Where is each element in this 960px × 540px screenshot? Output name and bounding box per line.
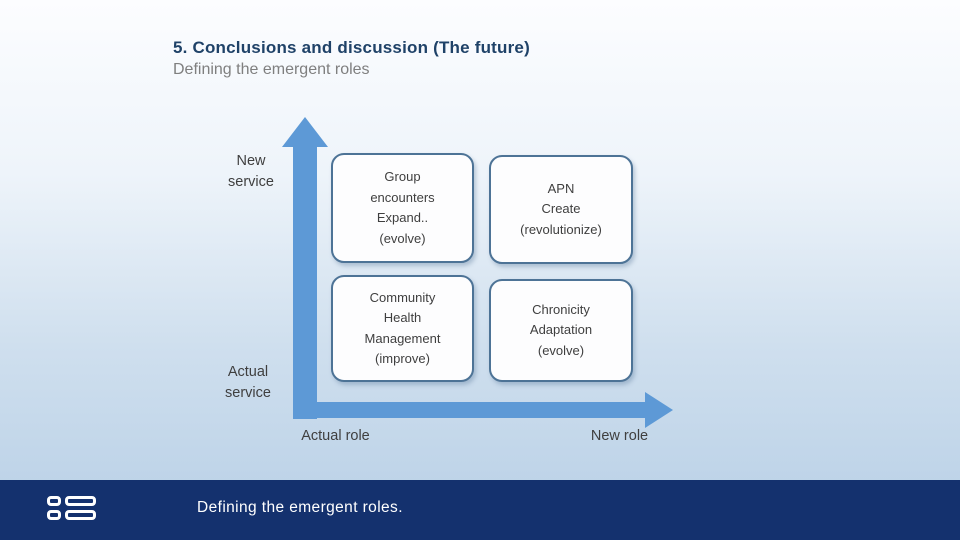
box-line: (evolve) — [537, 342, 585, 358]
y-axis-bottom-label-line: Actual — [227, 364, 269, 380]
x-axis-left-label: Actual role — [301, 428, 370, 444]
quadrant-box-top-left: Group encounters Expand.. (evolve) — [331, 153, 474, 263]
box-line: (improve) — [375, 351, 430, 366]
box-line: APN — [547, 180, 575, 196]
grid-list-logo-icon — [47, 496, 97, 521]
box-line: Chronicity — [532, 301, 590, 317]
y-axis-top-label-line: New — [236, 153, 266, 169]
logo-square — [47, 510, 61, 520]
y-axis-top-label-line: service — [228, 174, 274, 190]
quadrant-box-top-right: APN Create (revolutionize) — [489, 155, 633, 264]
horizontal-axis-arrow — [293, 402, 645, 418]
quadrant-box-bottom-left: Community Health Management (improve) — [331, 275, 474, 382]
horizontal-arrow-head-icon — [645, 392, 673, 428]
y-axis-bottom-label-line: service — [225, 385, 271, 401]
y-axis-top-label: New service — [215, 151, 287, 193]
quadrant-box-bottom-right: Chronicity Adaptation (evolve) — [489, 279, 633, 382]
footer-caption: Defining the emergent roles. — [197, 499, 403, 516]
logo-bar — [65, 496, 96, 506]
box-line: (revolutionize) — [520, 221, 602, 237]
box-line: Group — [384, 169, 421, 184]
box-line: Expand.. — [376, 210, 429, 225]
logo-bar — [65, 510, 96, 520]
vertical-axis-arrow — [293, 145, 317, 419]
box-line: Adaptation — [529, 322, 593, 338]
slide-subtitle: Defining the emergent roles — [173, 61, 370, 78]
x-axis-right-label: New role — [590, 428, 649, 444]
footer-bar: Defining the emergent roles. — [0, 480, 960, 540]
logo-square — [47, 496, 61, 506]
box-line: Community — [369, 289, 436, 305]
box-line: Management — [364, 330, 441, 346]
vertical-arrow-head-icon — [282, 117, 328, 147]
slide-title: 5. Conclusions and discussion (The futur… — [173, 38, 530, 57]
box-line: Health — [383, 310, 422, 325]
y-axis-bottom-label: Actual service — [208, 362, 288, 404]
box-line: encounters — [370, 189, 435, 205]
box-line: Create — [541, 201, 581, 217]
box-line: (evolve) — [379, 230, 426, 246]
